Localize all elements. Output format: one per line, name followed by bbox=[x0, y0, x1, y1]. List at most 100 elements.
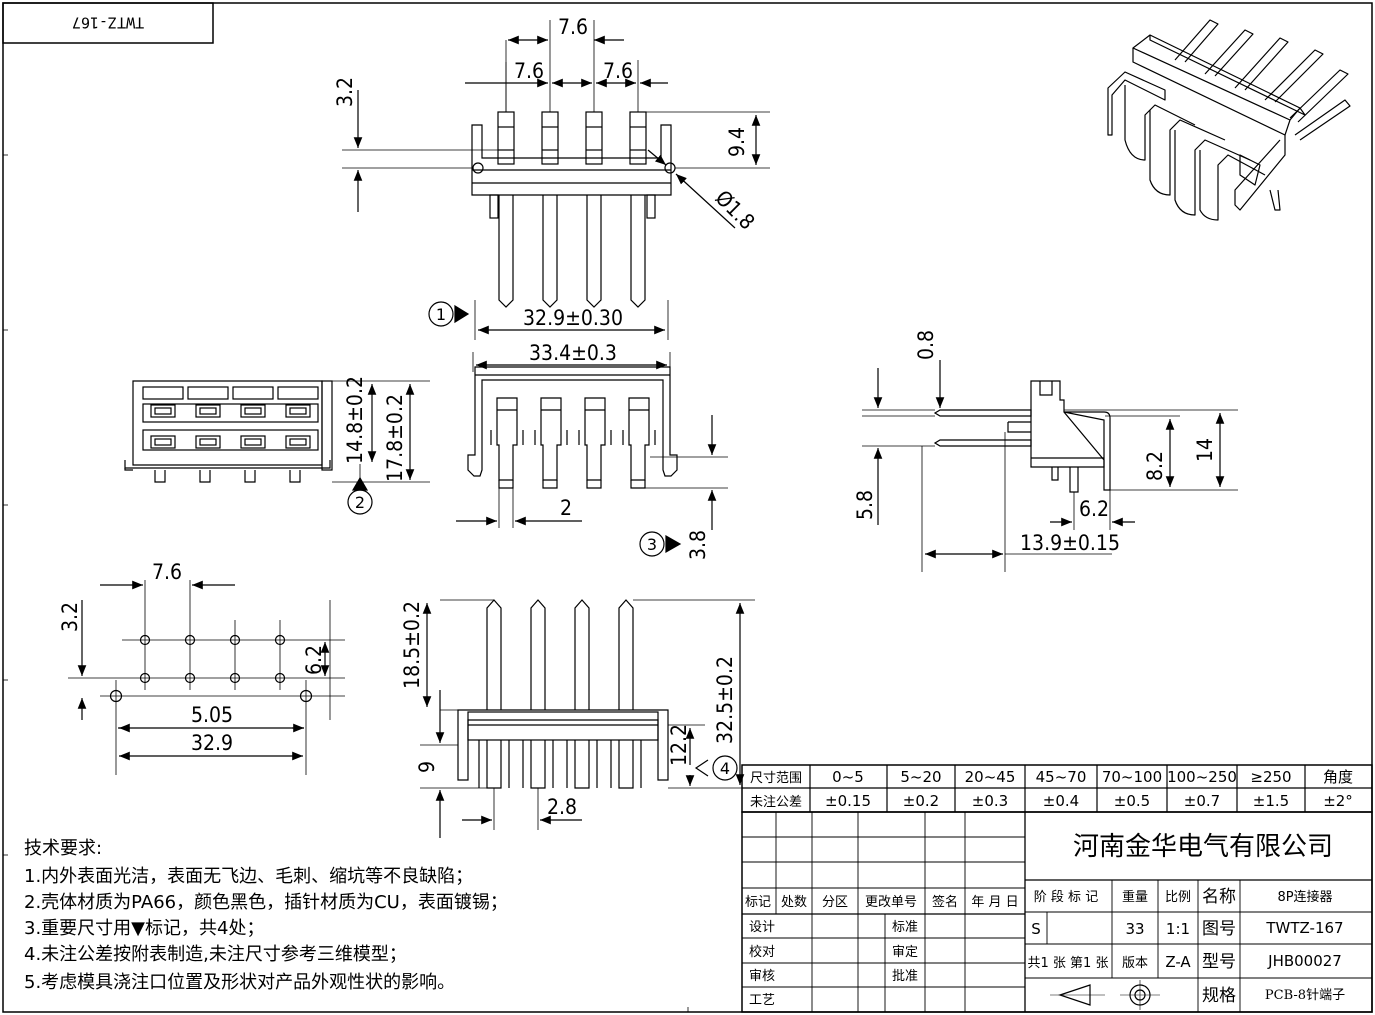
spec-label: 规格 bbox=[1202, 986, 1236, 1006]
dim-front-h1: 14.8±0.2 bbox=[343, 376, 367, 464]
dim-side-14: 14 bbox=[1193, 438, 1217, 462]
scale-value: 1:1 bbox=[1166, 920, 1190, 938]
tol-value: ±0.5 bbox=[1114, 792, 1150, 810]
dim-bottom-325: 32.5±0.2 bbox=[713, 656, 737, 744]
dim-mid-38: 3.8 bbox=[686, 530, 710, 560]
signoff-check: 校对 bbox=[749, 944, 775, 960]
scale-label: 比例 bbox=[1165, 890, 1191, 905]
tol-value: ±0.7 bbox=[1184, 792, 1220, 810]
dim-front-h2: 17.8±0.2 bbox=[383, 394, 407, 482]
tol-row-label-range: 尺寸范围 bbox=[750, 771, 802, 786]
projection-symbol bbox=[1050, 980, 1160, 1010]
width-dims: 32.9±0.30 33.4±0.3 bbox=[472, 300, 671, 372]
front-sockets bbox=[150, 404, 311, 449]
drawing-no-value: TWTZ-167 bbox=[1265, 919, 1343, 937]
signoff-design: 设计 bbox=[749, 920, 775, 935]
side-view: 0.8 5.8 14 8.2 6.2 13.9±0.15 bbox=[853, 330, 1238, 572]
bottom-pins bbox=[478, 599, 642, 789]
tech-req-item-1: 1.内外表面光洁，表面无飞边、毛刺、缩坑等不良缺陷； bbox=[24, 866, 473, 887]
pcb-hole-pattern: 7.6 3.2 6.2 5.05 32.9 bbox=[58, 560, 345, 775]
tolerance-table: 尺寸范围 未注公差 0~5 5~20 20~45 45~70 70~100 10… bbox=[741, 764, 1373, 813]
front-feet bbox=[154, 470, 301, 483]
tol-range-cells: 0~5 5~20 20~45 45~70 70~100 100~250 ≥250… bbox=[832, 768, 1353, 786]
tol-value-cells: ±0.15 ±0.2 ±0.3 ±0.4 ±0.5 ±0.7 ±1.5 ±2° bbox=[825, 792, 1353, 810]
sheets-label: 共1 张 第1 张 bbox=[1028, 956, 1109, 971]
bottom-view: 18.5±0.2 9 32.5±0.2 12.2 4 ④ 2.8 bbox=[400, 599, 755, 838]
tech-req-item-2: 2.壳体材质为PA66，颜色黑色，插针材质为CU，表面镀锡； bbox=[24, 892, 508, 913]
dim-pcb-62: 6.2 bbox=[302, 645, 326, 675]
model-label: 型号 bbox=[1202, 952, 1236, 972]
rev-header: 标记 bbox=[745, 895, 771, 910]
front-view: 14.8±0.2 17.8±0.2 2 ② bbox=[124, 376, 430, 515]
tech-requirements: 技术要求: 1.内外表面光洁，表面无飞边、毛刺、缩坑等不良缺陷； 2.壳体材质为… bbox=[24, 838, 508, 993]
signoff-approve: 审定 bbox=[892, 945, 918, 960]
dim-top-pitch-left: 7.6 bbox=[514, 59, 544, 83]
tol-range: 100~250 bbox=[1167, 768, 1237, 786]
name-label: 名称 bbox=[1202, 887, 1236, 907]
dim-side-08: 0.8 bbox=[914, 330, 938, 360]
tol-range: 70~100 bbox=[1102, 768, 1162, 786]
svg-text:1: 1 bbox=[436, 305, 446, 324]
version-value: Z-A bbox=[1165, 953, 1191, 971]
dim-pcb-32: 3.2 bbox=[58, 602, 82, 632]
signoff-process: 工艺 bbox=[749, 993, 775, 1008]
svg-text:3: 3 bbox=[647, 535, 657, 554]
tol-range: 20~45 bbox=[965, 768, 1016, 786]
iso-top-pins bbox=[1174, 19, 1351, 141]
version-label: 版本 bbox=[1122, 956, 1148, 971]
iso-bent-pins bbox=[1107, 71, 1281, 221]
dim-width-inner: 32.9±0.30 bbox=[523, 306, 623, 330]
top-view: 7.6 7.6 7.6 3.2 9.4 Ø1.8 ① 1 bbox=[333, 15, 770, 327]
tol-value: ±0.2 bbox=[903, 792, 939, 810]
stage-value: S bbox=[1031, 920, 1041, 938]
weight-value: 33 bbox=[1125, 920, 1144, 938]
rear-view: 2 3.8 3 ③ bbox=[456, 366, 728, 560]
tol-range: ≥250 bbox=[1250, 768, 1291, 786]
svg-text:2: 2 bbox=[355, 493, 365, 512]
tech-req-item-4: 4.未注公差按附表制造,未注尺寸参考三维模型； bbox=[24, 944, 407, 965]
dim-side-58: 5.8 bbox=[853, 490, 877, 520]
dim-mid-pin: 2 bbox=[560, 496, 572, 520]
tech-req-item-5: 5.考虑模具浇注口位置及形状对产品外观性状的影响。 bbox=[24, 972, 455, 993]
name-value: 8P连接器 bbox=[1277, 889, 1332, 905]
isometric-view bbox=[1107, 19, 1351, 221]
rev-headers: 标记 处数 分区 更改单号 签名 年 月 日 bbox=[745, 894, 1019, 910]
tech-req-title: 技术要求: bbox=[24, 838, 102, 859]
mirrored-code-box: TWTZ-167 bbox=[2, 2, 214, 44]
dim-pcb-76: 7.6 bbox=[152, 560, 182, 584]
signoff-ratify: 批准 bbox=[892, 969, 918, 984]
dim-top-pin-len: 9.4 bbox=[725, 127, 749, 157]
dim-bottom-28: 2.8 bbox=[547, 795, 577, 819]
top-pin-heads bbox=[497, 111, 647, 165]
tol-value: ±0.3 bbox=[972, 792, 1008, 810]
rear-pins bbox=[490, 397, 656, 489]
tol-range: 0~5 bbox=[832, 768, 864, 786]
dim-top-height: 3.2 bbox=[333, 77, 357, 107]
dim-width-outer: 33.4±0.3 bbox=[529, 341, 617, 365]
tol-range: 5~20 bbox=[900, 768, 941, 786]
company-name: 河南金华电气有限公司 bbox=[1073, 832, 1333, 862]
dim-side-82: 8.2 bbox=[1143, 451, 1167, 481]
dim-hole-dia: Ø1.8 bbox=[711, 186, 760, 235]
weight-label: 重量 bbox=[1122, 889, 1148, 905]
border-ticks bbox=[3, 154, 689, 1012]
pcb-holes bbox=[109, 634, 313, 703]
dim-bottom-185: 18.5±0.2 bbox=[400, 601, 424, 689]
dim-pcb-505: 5.05 bbox=[191, 703, 233, 727]
front-top-slots bbox=[142, 386, 319, 451]
mirrored-drawing-code: TWTZ-167 bbox=[72, 14, 144, 32]
rev-header: 签名 bbox=[932, 894, 958, 910]
dim-side-139: 13.9±0.15 bbox=[1020, 531, 1120, 555]
tol-row-label-tol: 未注公差 bbox=[750, 795, 802, 810]
dim-pcb-329: 32.9 bbox=[191, 731, 233, 755]
tol-value: ±0.15 bbox=[825, 792, 871, 810]
signoffs: 设计 标准 校对 审定 审核 批准 工艺 bbox=[749, 920, 918, 1008]
tol-value: ±0.4 bbox=[1043, 792, 1079, 810]
tol-range: 角度 bbox=[1323, 768, 1353, 786]
rev-header: 分区 bbox=[822, 895, 848, 910]
tech-req-item-3: 3.重要尺寸用▼标记，共4处； bbox=[24, 918, 264, 939]
dim-bottom-122: 12.2 bbox=[667, 724, 691, 766]
model-value: JHB00027 bbox=[1267, 952, 1342, 970]
